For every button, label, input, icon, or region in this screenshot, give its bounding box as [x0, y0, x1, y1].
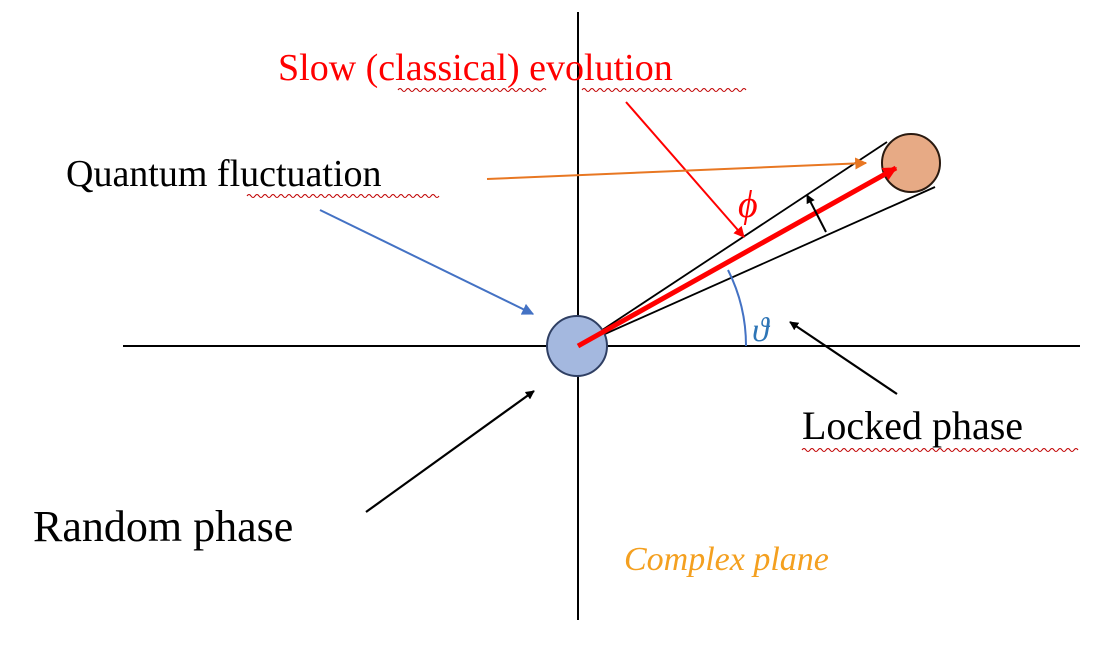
random-phase-circle — [546, 315, 608, 377]
fluctuation-width-arrow — [806, 194, 827, 233]
spellcheck-squiggle-locked-phase — [801, 447, 1079, 453]
cone-upper-edge — [577, 141, 888, 347]
random-phase-arrow — [365, 390, 535, 513]
cone-lower-edge — [577, 186, 936, 347]
slow-evolution-arrow — [625, 101, 745, 238]
complex-plane-label: Complex plane — [624, 541, 829, 578]
spellcheck-squiggle-fluctuation — [246, 193, 440, 199]
phi-label: ϕ — [738, 184, 758, 226]
random-phase-label: Random phase — [33, 502, 293, 551]
quantum-fluctuation-blue-arrow — [319, 209, 535, 315]
theta-angle-arc — [727, 269, 748, 347]
slow-evolution-label: Slow (classical) evolution — [278, 47, 673, 89]
quantum-fluctuation-label: Quantum fluctuation — [66, 153, 382, 195]
quantum-fluctuation-orange-arrow — [486, 157, 868, 180]
spellcheck-squiggle-classical — [397, 87, 547, 93]
locked-phase-circle — [881, 133, 941, 193]
spellcheck-squiggle-evolution — [581, 87, 747, 93]
locked-phase-arrow — [789, 321, 898, 395]
order-parameter-vector — [576, 165, 898, 349]
locked-phase-label: Locked phase — [802, 403, 1023, 448]
theta-label: ϑ — [752, 312, 771, 349]
